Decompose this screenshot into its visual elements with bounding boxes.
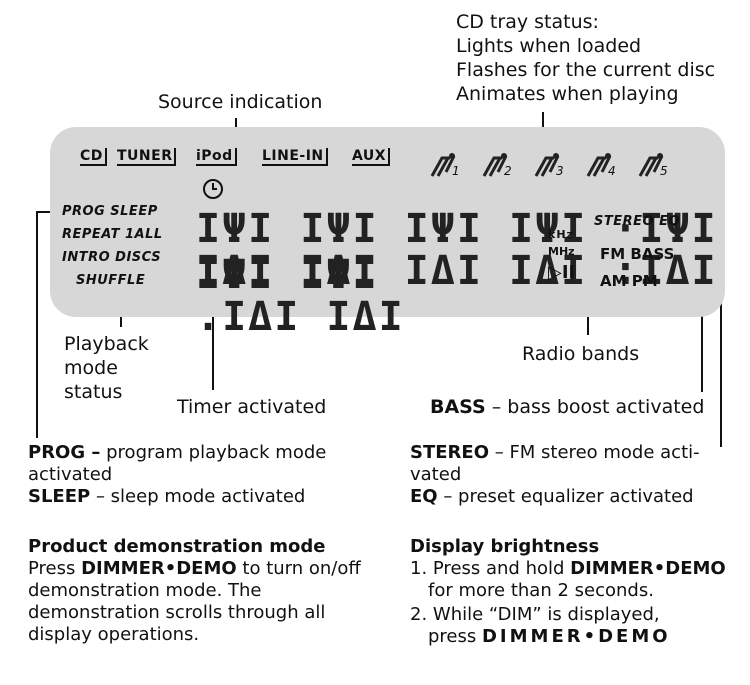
disc-2-icon: 2 <box>480 150 516 186</box>
play-pause-icon: ▷II <box>548 262 576 283</box>
demo-heading: Product demonstration mode <box>28 536 326 557</box>
label-stereo-eq: STEREO EQ <box>594 214 681 229</box>
playback-line-1: Playback <box>64 333 149 355</box>
unit-mhz: MHz <box>548 245 575 258</box>
step1-text-a: 1. Press and hold <box>410 558 571 579</box>
brightness-step-1: 1. Press and hold DIMMER•DEMO for more t… <box>410 558 740 602</box>
source-callout: Source indication <box>158 91 323 113</box>
disc-1-icon: 1 <box>428 150 464 186</box>
disc-4-number: 4 <box>608 164 616 178</box>
demo-text: Press DIMMER•DEMO to turn on/off demonst… <box>28 558 390 646</box>
label-am-pm: AM PM <box>600 272 658 290</box>
cd-tray-line-2: Lights when loaded <box>456 35 642 57</box>
stereo-desc: – FM stereo mode acti-vated <box>410 442 700 485</box>
disc-1-number: 1 <box>452 164 460 178</box>
eq-note: EQ – preset equalizer activated <box>410 486 694 508</box>
segment-row-bottom: ΙΔΙ ΙΔΙ ΙΔΙ ΙΔΙ :ΙΔΙ .ΙΔΙ ΙΔΙ <box>196 248 718 340</box>
disc-3-icon: 3 <box>532 150 568 186</box>
step2-text-b: press <box>428 626 482 647</box>
brightness-heading: Display brightness <box>410 536 600 557</box>
disc-4-icon: 4 <box>584 150 620 186</box>
demo-text-b: to turn on/off demonstration mode. The d… <box>28 558 361 645</box>
radio-bands-callout: Radio bands <box>522 343 640 365</box>
demo-key: DIMMER•DEMO <box>81 558 237 579</box>
step2-key: DIMMER•DEMO <box>481 626 671 647</box>
disc-5-number: 5 <box>660 164 668 178</box>
mode-shuffle: SHUFFLE <box>76 273 146 288</box>
lcd-display-panel <box>50 127 725 317</box>
mode-intro-discs: INTRO DISCS <box>62 250 162 265</box>
eq-term: EQ <box>410 486 438 507</box>
stereo-term: STEREO <box>410 442 489 463</box>
bass-desc: – bass boost activated <box>485 396 705 418</box>
playback-callout: Playback mode status <box>64 332 149 404</box>
stereo-note: STEREO – FM stereo mode acti-vated <box>410 442 730 486</box>
playback-line-3: status <box>64 381 123 403</box>
source-aux: AUX <box>352 148 391 166</box>
disc-2-number: 2 <box>504 164 512 178</box>
cd-tray-line-4: Animates when playing <box>456 83 679 105</box>
cd-tray-line-3: Flashes for the current disc <box>456 59 716 81</box>
source-cd: CD <box>80 148 107 166</box>
sleep-term: SLEEP <box>28 486 91 507</box>
sleep-note: SLEEP – sleep mode activated <box>28 486 305 508</box>
brightness-step-2: 2. While “DIM” is displayed, press DIMME… <box>410 604 740 648</box>
cd-tray-line-1: CD tray status: <box>456 11 599 33</box>
timer-callout: Timer activated <box>177 396 327 418</box>
source-tuner: TUNER <box>117 148 177 166</box>
clock-icon <box>202 178 224 204</box>
segment-row-top: ΙΨΙ ΙΨΙ ΙΨΙ ΙΨΙ ·ΙΨΙ ΙΨΙ ΙΨΙ <box>196 206 718 298</box>
source-line-in: LINE-IN <box>262 148 328 166</box>
bass-term: BASS <box>430 396 486 418</box>
eq-desc: – preset equalizer activated <box>437 486 694 507</box>
mode-prog-sleep: PROG SLEEP <box>62 204 158 219</box>
disc-3-number: 3 <box>556 164 564 178</box>
step2-line: press DIMMER•DEMO <box>410 626 740 648</box>
step2-text-a: 2. While “DIM” is displayed, <box>410 604 660 625</box>
prog-desc: program playback mode activated <box>28 442 327 485</box>
prog-note: PROG – program playback mode activated <box>28 442 368 486</box>
prog-term: PROG – <box>28 442 101 463</box>
source-ipod: iPod <box>196 148 237 166</box>
bass-callout: BASS – bass boost activated <box>430 395 704 419</box>
unit-khz: kHz <box>548 228 574 241</box>
demo-text-a: Press <box>28 558 82 579</box>
label-fm-bass: FM BASS <box>600 245 675 263</box>
disc-5-icon: 5 <box>636 150 672 186</box>
step1-key: DIMMER•DEMO <box>570 558 726 579</box>
playback-line-2: mode <box>64 357 118 379</box>
mode-repeat-all: REPEAT 1ALL <box>62 227 163 242</box>
cd-tray-callout: CD tray status: Lights when loaded Flash… <box>456 10 715 106</box>
sleep-desc: – sleep mode activated <box>90 486 306 507</box>
step1-text-b: for more than 2 seconds. <box>428 580 654 601</box>
